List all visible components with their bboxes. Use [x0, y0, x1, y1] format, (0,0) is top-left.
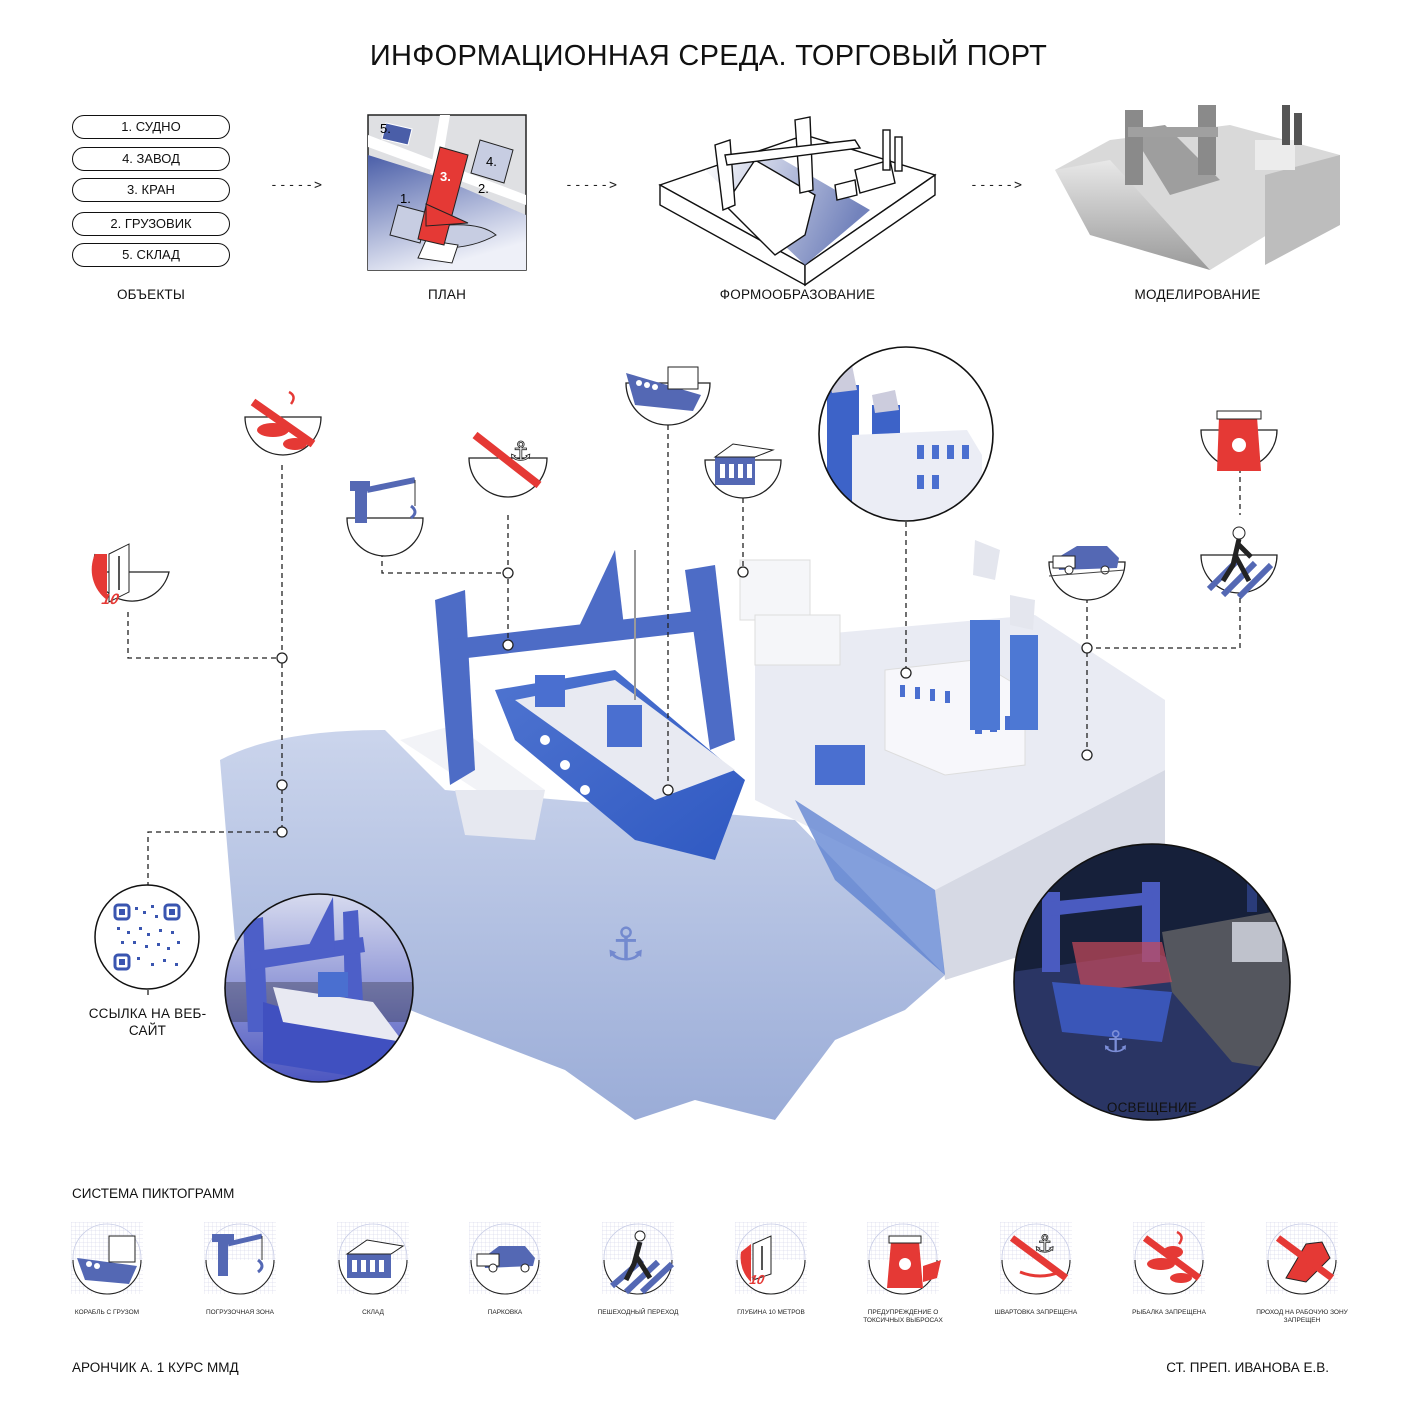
step-caption-objects: ОБЪЕКТЫ: [116, 287, 186, 302]
pedestrian-crossing-icon: [1200, 526, 1278, 600]
depth-icon: 10: [735, 1222, 807, 1295]
lighting-closeup: ⚓: [1013, 843, 1291, 1121]
qr-caption: ССЫЛКА НА ВЕБ-САЙТ: [88, 1006, 207, 1038]
step-caption-plan: ПЛАН: [427, 287, 467, 302]
no-mooring-icon: ⚓: [468, 431, 548, 498]
cargo-ship-icon: [71, 1222, 143, 1295]
lighting-caption: ОСВЕЩЕНИЕ: [1106, 1100, 1198, 1115]
no-fishing-icon: [244, 390, 322, 456]
svg-text:⚓: ⚓: [1034, 1230, 1056, 1258]
pictogram-section-title: СИСТЕМА ПИКТОГРАММ: [72, 1186, 235, 1201]
pictogram-label: ШВАРТОВКА ЗАПРЕЩЕНА: [994, 1309, 1078, 1316]
model-render: [1050, 95, 1345, 275]
author-credit: АРОНЧИК А. 1 КУРС ММД: [72, 1360, 239, 1375]
step-caption-modeling: МОДЕЛИРОВАНИЕ: [1134, 287, 1261, 302]
plan-label-1: 1.: [400, 191, 411, 206]
crane-icon: [204, 1222, 276, 1295]
cargo-ship-icon: [625, 366, 711, 426]
object-pill-truck: 2. ГРУЗОВИК: [72, 212, 230, 236]
anchor-icon: ⚓: [605, 917, 646, 971]
pictogram-item: СКЛАД: [337, 1222, 409, 1317]
pictogram-item: ⚓ ШВАРТОВКА ЗАПРЕЩЕНА: [995, 1222, 1077, 1317]
crane-icon: [346, 477, 424, 557]
arrow-right-icon: ----->: [565, 178, 618, 193]
depth-icon: 10: [91, 543, 170, 608]
pictogram-label: РЫБАЛКА ЗАПРЕЩЕНА: [1132, 1309, 1206, 1316]
plan-map-illustration: 5. 4. 3. 2. 1.: [367, 114, 527, 271]
pictogram-label: СКЛАД: [362, 1309, 384, 1316]
pictogram-item: 10 ГЛУБИНА 10 МЕТРОВ: [735, 1222, 807, 1317]
page-title: ИНФОРМАЦИОННАЯ СРЕДА. ТОРГОВЫЙ ПОРТ: [369, 40, 1048, 72]
pictogram-label: ГЛУБИНА 10 МЕТРОВ: [737, 1309, 805, 1316]
parking-icon: [469, 1222, 541, 1295]
pictogram-item: ПЕШЕХОДНЫЙ ПЕРЕХОД: [598, 1222, 678, 1317]
object-pill-ship: 1. СУДНО: [72, 115, 230, 139]
pictogram-label: ПАРКОВКА: [487, 1309, 523, 1316]
pictogram-item: КОРАБЛЬ С ГРУЗОМ: [71, 1222, 143, 1317]
pictogram-label: ПЕШЕХОДНЫЙ ПЕРЕХОД: [597, 1309, 679, 1316]
no-entry-icon: [1266, 1222, 1338, 1295]
object-pill-warehouse: 5. СКЛАД: [72, 243, 230, 267]
form-illustration: [658, 116, 937, 287]
arrow-right-icon: ----->: [970, 178, 1023, 193]
object-pill-crane: 3. КРАН: [72, 178, 230, 202]
pictogram-item: РЫБАЛКА ЗАПРЕЩЕНА: [1132, 1222, 1206, 1317]
pictogram-item: ПРЕДУПРЕЖДЕНИЕ О ТОКСИЧНЫХ ВЫБРОСАХ: [863, 1222, 943, 1325]
depth-number: 10: [99, 591, 122, 607]
toxic-warning-icon: [1200, 410, 1278, 471]
pictogram-item: ПОГРУЗОЧНАЯ ЗОНА: [204, 1222, 276, 1317]
object-pill-factory: 4. ЗАВОД: [72, 147, 230, 171]
form-diagram: [655, 115, 940, 287]
plan-label-2: 2.: [478, 181, 489, 196]
pictogram-row: КОРАБЛЬ С ГРУЗОМ ПОГРУЗОЧНАЯ ЗОНА СКЛАД …: [0, 1222, 1417, 1325]
factory-closeup: [818, 346, 994, 522]
pictogram-item: ПАРКОВКА: [469, 1222, 541, 1317]
pedestrian-crossing-icon: [602, 1222, 675, 1295]
pictogram-item: ПРОХОД НА РАБОЧУЮ ЗОНУ ЗАПРЕЩЕН: [1256, 1222, 1348, 1325]
pictogram-label: ПРЕДУПРЕЖДЕНИЕ О ТОКСИЧНЫХ ВЫБРОСАХ: [863, 1309, 943, 1324]
pictogram-label: ПОГРУЗОЧНАЯ ЗОНА: [206, 1309, 274, 1316]
pictogram-label: ПРОХОД НА РАБОЧУЮ ЗОНУ ЗАПРЕЩЕН: [1256, 1309, 1348, 1324]
toxic-warning-icon: [867, 1222, 941, 1295]
parking-icon: [1048, 546, 1126, 601]
ship-closeup: [224, 893, 414, 1083]
grey-model-illustration: [1055, 105, 1340, 270]
step-caption-forming: ФОРМООБРАЗОВАНИЕ: [719, 287, 876, 302]
plan-diagram: 5. 4. 3. 2. 1.: [367, 114, 527, 271]
plan-label-5: 5.: [380, 121, 391, 136]
svg-text:10: 10: [747, 1272, 767, 1287]
anchor-icon: ⚓: [1102, 1025, 1129, 1060]
no-mooring-icon: ⚓: [1000, 1222, 1072, 1295]
port-model-illustration: ⚓: [220, 540, 1165, 1120]
port-3d-model: ⚓: [215, 540, 1165, 1140]
warehouse-icon: [704, 443, 782, 499]
pictogram-label: КОРАБЛЬ С ГРУЗОМ: [74, 1309, 140, 1316]
warehouse-icon: [337, 1222, 409, 1295]
arrow-right-icon: ----->: [270, 178, 323, 193]
plan-label-4: 4.: [486, 154, 497, 169]
teacher-credit: СТ. ПРЕП. ИВАНОВА Е.В.: [1166, 1360, 1329, 1375]
no-fishing-icon: [1133, 1222, 1205, 1295]
plan-label-3: 3.: [440, 169, 451, 184]
qr-code[interactable]: [93, 883, 201, 991]
